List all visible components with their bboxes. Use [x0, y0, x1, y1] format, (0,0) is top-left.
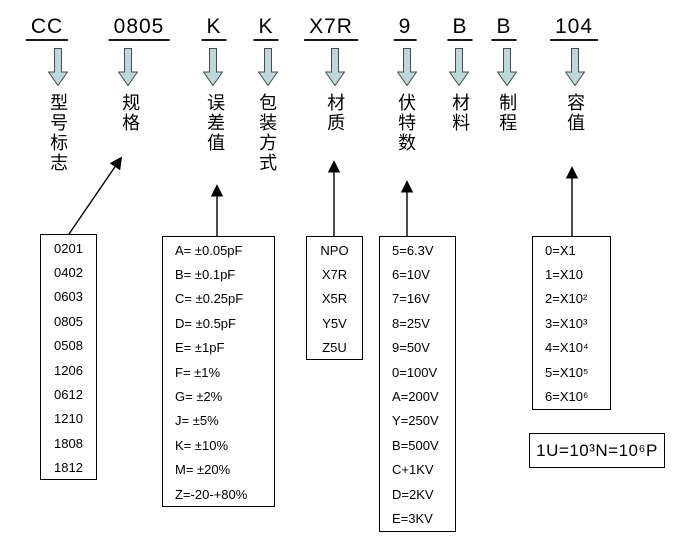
list-item: B=500V	[392, 437, 439, 453]
code-tolerance: K	[201, 15, 227, 42]
list-item: 9=50V	[392, 340, 430, 356]
unit-note-text: 1U=10³N=10⁶P	[536, 440, 658, 460]
list-item: C+1KV	[392, 462, 434, 478]
list-item: 4=X10⁴	[545, 340, 589, 356]
code-material: B	[447, 15, 473, 42]
list-item: 2=X10²	[545, 291, 588, 307]
list-item: Z=-20-+80%	[175, 486, 248, 502]
list-item: 8=25V	[392, 315, 430, 331]
down-block-arrow-icon	[565, 48, 585, 86]
list-item: E= ±1pF	[175, 340, 225, 356]
label-tolerance: 误差值	[205, 93, 226, 153]
list-item: A=200V	[392, 389, 439, 405]
label-process: 制程	[497, 93, 518, 133]
code-capacitance: 104	[549, 15, 599, 42]
list-item: Y5V	[322, 315, 347, 331]
label-capacitance: 容值	[565, 93, 586, 133]
list-item: 0402	[54, 265, 83, 281]
label-material: 材料	[450, 93, 471, 133]
list-item: 6=X10⁶	[545, 389, 589, 405]
tolerance-codes-box: A= ±0.05pF B= ±0.1pF C= ±0.25pF D= ±0.5p…	[162, 236, 275, 507]
list-item: 1808	[54, 435, 83, 451]
list-item: 0=X1	[545, 242, 576, 258]
list-item: F= ±1%	[175, 364, 221, 380]
down-block-arrow-icon	[48, 48, 68, 86]
list-item: 0603	[54, 289, 83, 305]
list-item: C= ±0.25pF	[175, 291, 244, 307]
down-block-arrow-icon	[449, 48, 469, 86]
code-model: CC	[25, 15, 69, 42]
code-size: 0805	[108, 15, 170, 42]
list-item: 1210	[54, 411, 83, 427]
list-item: 1206	[54, 362, 83, 378]
label-packaging: 包装方式	[257, 93, 278, 173]
list-item: 5=X10⁵	[545, 364, 589, 380]
down-block-arrow-icon	[258, 48, 278, 86]
list-item: 6=10V	[392, 267, 430, 283]
code-dielectric: X7R	[304, 15, 358, 42]
down-block-arrow-icon	[118, 48, 138, 86]
list-item: 0=100V	[392, 364, 438, 380]
list-item: NPO	[320, 242, 349, 258]
code-packaging: K	[253, 15, 279, 42]
list-item: 0612	[54, 387, 83, 403]
list-item: 7=16V	[392, 291, 430, 307]
list-item: 0201	[54, 240, 83, 256]
down-block-arrow-icon	[325, 48, 345, 86]
list-item: 1=X10	[545, 267, 583, 283]
list-item: A= ±0.05pF	[175, 242, 243, 258]
down-block-arrow-icon	[397, 48, 417, 86]
label-model-mark: 型号标志	[48, 93, 69, 173]
list-item: X5R	[321, 291, 348, 307]
list-item: Y=250V	[392, 413, 439, 429]
voltage-codes-box: 5=6.3V 6=10V 7=16V 8=25V 9=50V 0=100V A=…	[379, 236, 456, 532]
multiplier-codes-box: 0=X1 1=X10 2=X10² 3=X10³ 4=X10⁴ 5=X10⁵ 6…	[532, 236, 611, 410]
down-block-arrow-icon	[497, 48, 517, 86]
label-voltage: 伏特数	[396, 93, 417, 153]
list-item: G= ±2%	[175, 389, 223, 405]
list-item: 0805	[54, 313, 83, 329]
size-codes-box: 0201 0402 0603 0805 0508 1206 0612 1210 …	[40, 234, 97, 480]
list-item: D=2KV	[392, 486, 434, 502]
list-item: E=3KV	[392, 510, 433, 526]
arrow-size-box-to-label	[68, 156, 123, 235]
list-item: 3=X10³	[545, 315, 588, 331]
list-item: B= ±0.1pF	[175, 267, 236, 283]
list-item: M= ±20%	[175, 462, 231, 478]
code-voltage: 9	[393, 15, 417, 42]
list-item: 1812	[54, 460, 83, 476]
dielectric-codes-box: NPO X7R X5R Y5V Z5U	[306, 236, 363, 360]
list-item: 5=6.3V	[392, 242, 434, 258]
list-item: Z5U	[322, 340, 347, 356]
code-process: B	[491, 15, 517, 42]
list-item: D= ±0.5pF	[175, 315, 236, 331]
list-item: 0508	[54, 338, 83, 354]
down-block-arrow-icon	[203, 48, 223, 86]
list-item: J= ±5%	[175, 413, 219, 429]
list-item: K= ±10%	[175, 437, 229, 453]
list-item: X7R	[321, 267, 348, 283]
label-dielectric: 材质	[325, 93, 346, 133]
label-size: 规格	[120, 93, 141, 133]
unit-note-box: 1U=10³N=10⁶P	[529, 433, 665, 468]
